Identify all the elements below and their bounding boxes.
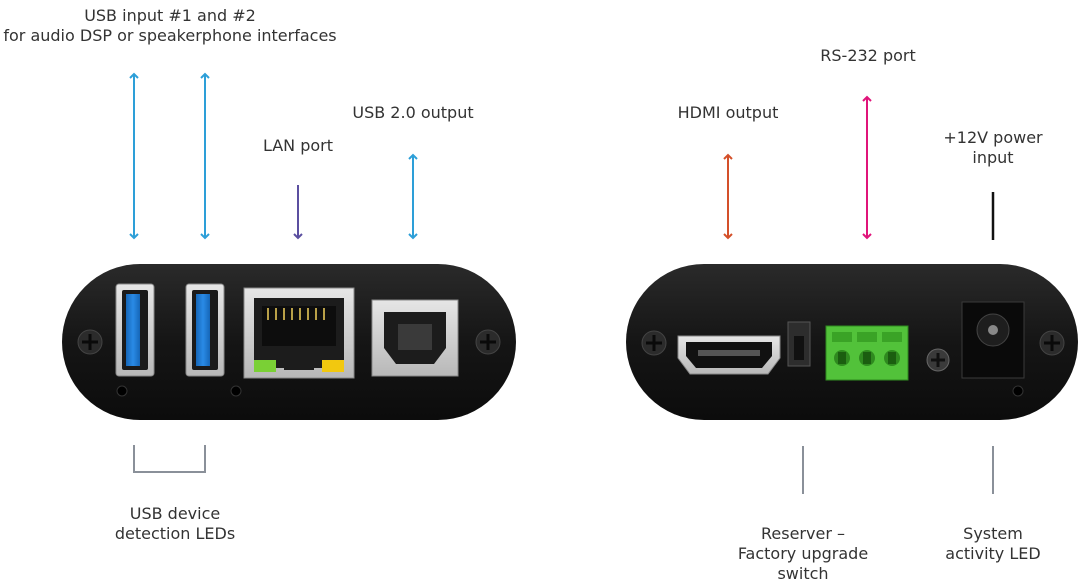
hdmi-port — [677, 335, 781, 375]
usb-inputs-label: USB input #1 and #2 for audio DSP or spe… — [0, 6, 340, 46]
usb-port-1 — [115, 283, 155, 377]
system-led-label-line-1: System — [963, 524, 1023, 543]
left-screw-icon — [77, 329, 103, 355]
right-screw-icon — [475, 329, 501, 355]
usb-led-1 — [116, 385, 128, 397]
hdmi-output-label-line-1: HDMI output — [677, 103, 779, 122]
usb-inputs-label-line-2: for audio DSP or speakerphone interfaces — [3, 26, 337, 45]
left-device — [62, 264, 516, 420]
lan-port-label: LAN port — [248, 136, 348, 156]
right-device — [626, 264, 1078, 420]
ground-screw-icon — [926, 348, 950, 372]
usb-leds-label-line-2: detection LEDs — [114, 524, 236, 543]
hdmi-output-label: HDMI output — [668, 103, 788, 123]
usb-leds-label-line-1: USB device — [129, 504, 221, 523]
power-input-label-line-1: +12V power — [943, 128, 1043, 147]
right-screw-icon — [1039, 330, 1065, 356]
reserver-switch-label-line-1: Reserver – — [761, 524, 845, 543]
lan-activity-led — [322, 360, 344, 372]
usb-b-port — [371, 299, 459, 377]
usb-inputs-label-line-1: USB input #1 and #2 — [84, 6, 256, 25]
usb-leds-label: USB device detection LEDs — [100, 504, 250, 544]
rs232-port-label-line-1: RS-232 port — [820, 46, 916, 65]
power-input-label-line-2: input — [972, 148, 1014, 167]
reserver-switch-label-line-3: switch — [777, 564, 829, 583]
power-input-label: +12V power input — [928, 128, 1058, 168]
rs232-port-label: RS-232 port — [808, 46, 928, 66]
usb20-output-label-line-1: USB 2.0 output — [352, 103, 474, 122]
rs232-terminal — [825, 325, 909, 381]
system-led-label-line-2: activity LED — [945, 544, 1041, 563]
reserver-switch-label: Reserver – Factory upgrade switch — [723, 524, 883, 584]
usb-port-2 — [185, 283, 225, 377]
lan-port — [243, 287, 355, 379]
lan-link-led — [254, 360, 276, 372]
usb-leds-bracket — [133, 445, 206, 473]
reserver-switch-label-line-2: Factory upgrade — [737, 544, 869, 563]
left-screw-icon — [641, 330, 667, 356]
lan-port-label-line-1: LAN port — [262, 136, 334, 155]
system-activity-led — [1012, 385, 1024, 397]
usb-led-2 — [230, 385, 242, 397]
system-led-label: System activity LED — [928, 524, 1058, 564]
usb20-output-label: USB 2.0 output — [343, 103, 483, 123]
factory-upgrade-switch — [787, 321, 811, 367]
power-jack — [961, 301, 1025, 379]
